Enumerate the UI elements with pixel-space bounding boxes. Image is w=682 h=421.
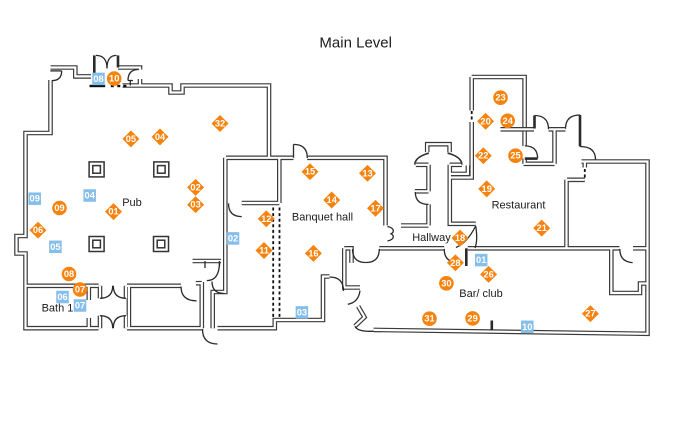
svg-text:06: 06 — [57, 292, 67, 302]
svg-text:01: 01 — [476, 255, 486, 265]
svg-text:Restaurant: Restaurant — [492, 200, 546, 212]
svg-text:04: 04 — [85, 191, 96, 201]
svg-text:31: 31 — [424, 314, 434, 324]
svg-text:Hallway: Hallway — [412, 232, 451, 244]
svg-text:25: 25 — [510, 151, 520, 161]
svg-text:Main Level: Main Level — [319, 35, 392, 52]
svg-text:Bath 1: Bath 1 — [42, 303, 74, 315]
svg-text:12: 12 — [261, 214, 271, 224]
svg-text:26: 26 — [483, 269, 493, 279]
svg-text:23: 23 — [495, 93, 505, 103]
svg-text:Banquet hall: Banquet hall — [292, 212, 353, 224]
svg-text:16: 16 — [308, 248, 318, 258]
svg-text:11: 11 — [259, 246, 269, 256]
svg-text:10: 10 — [522, 322, 532, 332]
svg-text:08: 08 — [64, 269, 74, 279]
svg-text:02: 02 — [228, 233, 238, 243]
svg-text:09: 09 — [30, 194, 40, 204]
svg-text:07: 07 — [75, 301, 85, 311]
svg-text:24: 24 — [503, 116, 514, 126]
svg-text:28: 28 — [450, 258, 460, 268]
svg-text:03: 03 — [190, 200, 200, 210]
svg-text:08: 08 — [93, 74, 103, 84]
svg-text:10: 10 — [109, 74, 119, 84]
svg-text:18: 18 — [455, 233, 465, 243]
svg-text:14: 14 — [327, 195, 338, 205]
svg-text:15: 15 — [305, 167, 315, 177]
svg-text:20: 20 — [480, 116, 490, 126]
svg-text:09: 09 — [54, 203, 64, 213]
svg-text:Pub: Pub — [122, 197, 142, 209]
svg-text:05: 05 — [126, 134, 136, 144]
svg-text:17: 17 — [370, 203, 380, 213]
svg-text:22: 22 — [478, 151, 488, 161]
svg-text:03: 03 — [297, 307, 307, 317]
svg-text:32: 32 — [215, 119, 225, 129]
svg-text:19: 19 — [482, 184, 492, 194]
svg-text:27: 27 — [585, 309, 595, 319]
svg-text:21: 21 — [537, 223, 547, 233]
svg-text:13: 13 — [362, 168, 372, 178]
svg-text:04: 04 — [155, 132, 166, 142]
svg-text:Bar/ club: Bar/ club — [459, 288, 502, 300]
svg-text:06: 06 — [33, 225, 43, 235]
svg-text:02: 02 — [190, 182, 200, 192]
svg-text:05: 05 — [50, 242, 60, 252]
svg-text:29: 29 — [467, 313, 477, 323]
svg-text:01: 01 — [108, 207, 118, 217]
svg-text:30: 30 — [441, 278, 451, 288]
svg-text:07: 07 — [75, 285, 85, 295]
